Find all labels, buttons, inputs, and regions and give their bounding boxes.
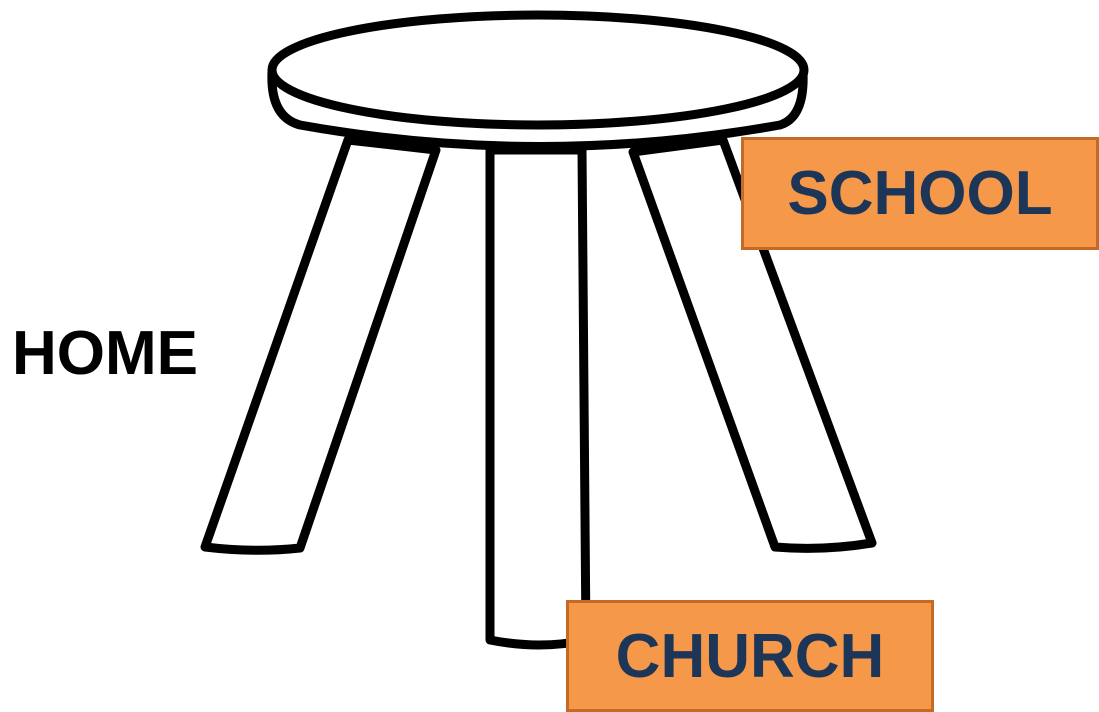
- church-label-box: CHURCH: [566, 600, 934, 712]
- church-label: CHURCH: [616, 621, 885, 692]
- school-label: SCHOOL: [787, 158, 1052, 229]
- school-label-box: SCHOOL: [741, 137, 1099, 250]
- stool-seat-top: [272, 15, 804, 125]
- stool-leg-front: [490, 150, 586, 645]
- home-label: HOME: [12, 318, 198, 390]
- stool-leg-left: [205, 140, 436, 550]
